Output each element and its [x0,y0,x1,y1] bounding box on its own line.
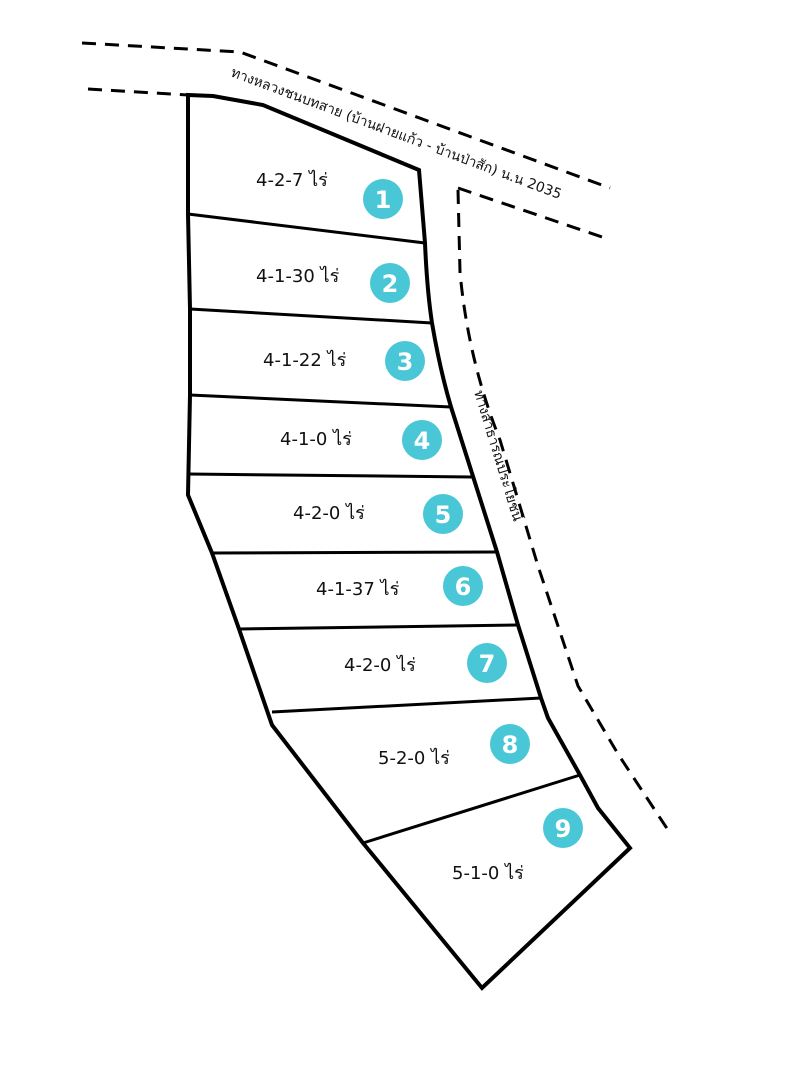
divider-5-6 [211,550,498,555]
plot-number-badge [443,566,483,606]
plot-area-label: 4-1-0 ไร่ [280,428,352,450]
plot-7: 4-2-0 ไร่ 7 [344,643,507,683]
plot-area-label: 4-2-0 ไร่ [344,654,416,676]
divider-8-9 [362,773,581,845]
divider-6-7 [238,623,519,631]
land-boundary [185,92,633,991]
plot-number: 2 [382,270,399,298]
plot-8: 5-2-0 ไร่ 8 [378,724,530,769]
plot-4: 4-1-0 ไร่ 4 [280,420,442,460]
plot-number-badge [490,724,530,764]
plot-number-badge [363,179,403,219]
plot-number-badge [423,494,463,534]
plot-number-badge [543,808,583,848]
plot-number: 7 [479,650,496,678]
plot-area-label: 5-1-0 ไร่ [452,862,524,884]
plot-number-badge [467,643,507,683]
plot-area-label: 4-2-7 ไร่ [256,169,328,191]
divider-1-2 [187,212,426,245]
plot-area-label: 4-1-22 ไร่ [263,349,347,371]
public-way-edge [456,189,670,831]
public-way-label: ทางสาธารณประโยชน์ [470,388,526,523]
plot-number: 4 [414,427,431,455]
plot-number: 6 [455,573,472,601]
divider-7-8 [271,696,542,714]
highway-lower-edge [87,87,189,97]
divider-3-4 [189,393,452,409]
plot-6: 4-1-37 ไร่ 6 [316,566,483,606]
plot-number: 8 [502,731,519,759]
plot-number-badge [370,263,410,303]
highway-lower-edge-east [457,186,606,240]
plot-2: 4-1-30 ไร่ 2 [256,263,410,303]
plot-number: 3 [397,348,414,376]
divider-4-5 [187,472,473,479]
plot-number: 5 [435,501,452,529]
plot-area-label: 4-2-0 ไร่ [293,502,365,524]
plot-area-label: 5-2-0 ไร่ [378,747,450,769]
plot-1: 4-2-7 ไร่ 1 [256,169,403,219]
highway-upper-edge [81,41,611,190]
plot-area-label: 4-1-30 ไร่ [256,265,340,287]
plot-number: 9 [555,815,572,843]
divider-2-3 [189,307,433,325]
plot-5: 4-2-0 ไร่ 5 [293,494,463,534]
plot-number: 1 [375,186,392,214]
plot-9: 5-1-0 ไร่ 9 [452,808,583,884]
plot-number-badge [402,420,442,460]
plot-3: 4-1-22 ไร่ 3 [263,341,425,381]
plot-area-label: 4-1-37 ไร่ [316,578,400,600]
plot-number-badge [385,341,425,381]
